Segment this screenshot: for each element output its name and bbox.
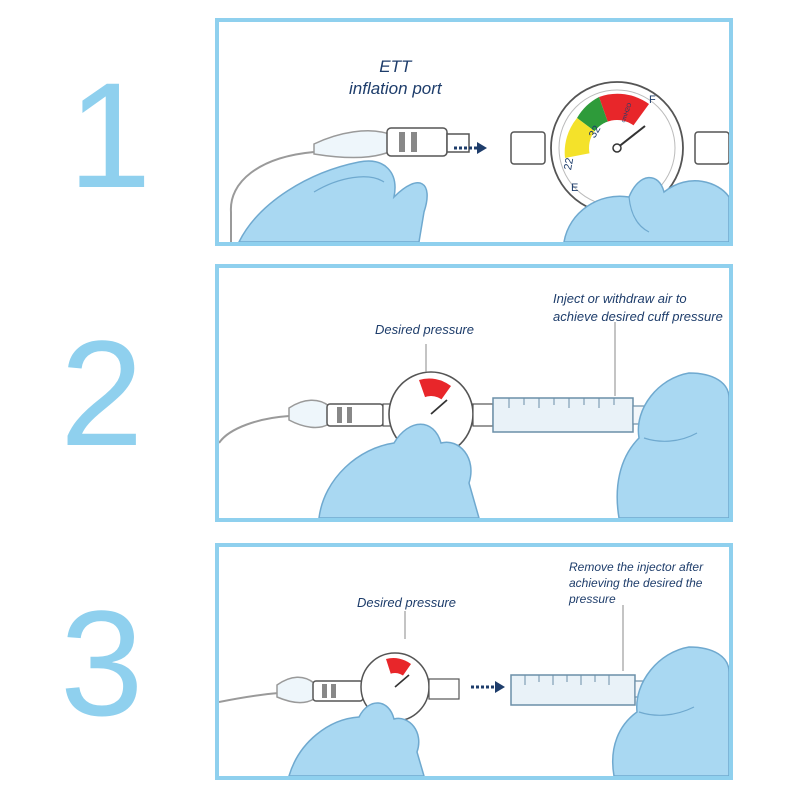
desired-pressure-label: Desired pressure: [357, 595, 456, 610]
inject-withdraw-instruction: Inject or withdraw air to achieve desire…: [553, 290, 723, 326]
gauge-scale-low: 22: [562, 157, 576, 171]
gloved-hand-right: [613, 647, 729, 776]
desired-pressure-label: Desired pressure: [375, 322, 474, 337]
step-3-panel: Desired pressure Remove the injector aft…: [215, 543, 733, 780]
gloved-hand-left: [239, 161, 427, 242]
gauge-full-mark: F: [649, 94, 656, 106]
step-number-2: 2: [60, 318, 143, 468]
step-1-panel: ETT inflation port 22 32 E F cmH2O: [215, 18, 733, 246]
step-1-illustration: [219, 22, 729, 242]
inflation-valve: [327, 404, 383, 426]
remove-injector-instruction: Remove the injector after achieving the …: [569, 559, 703, 607]
arrow-right-icon: [495, 681, 505, 693]
gauge-empty-mark: E: [571, 182, 578, 194]
arrow-right-icon: [477, 142, 487, 154]
step-number-1: 1: [68, 60, 151, 210]
syringe-barrel: [493, 398, 633, 432]
syringe-barrel: [511, 675, 635, 705]
step-2-panel: Desired pressure Inject or withdraw air …: [215, 264, 733, 522]
pilot-balloon: [314, 131, 389, 158]
gloved-hand-right: [617, 373, 729, 518]
step-number-3: 3: [60, 588, 143, 738]
pilot-balloon: [277, 677, 314, 702]
pilot-balloon: [289, 400, 329, 427]
ett-inflation-port-label: ETT inflation port: [349, 56, 442, 100]
inflation-valve: [313, 681, 363, 701]
